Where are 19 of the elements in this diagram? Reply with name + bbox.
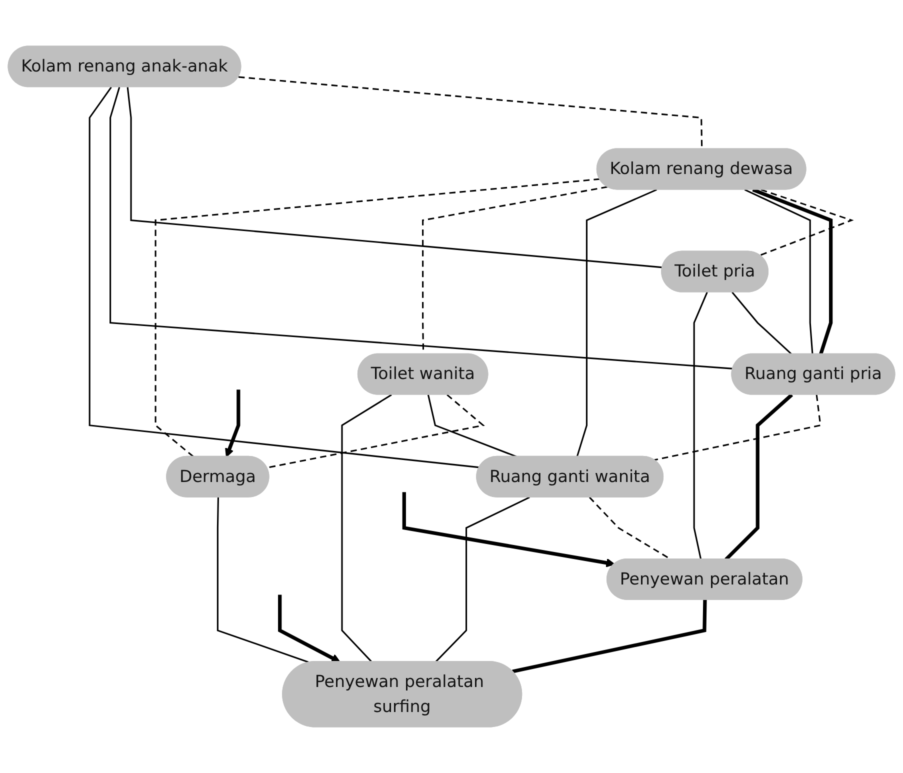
connector — [752, 188, 833, 355]
connector — [266, 394, 485, 468]
connector — [759, 188, 854, 256]
arrow — [278, 594, 340, 662]
connector — [154, 178, 600, 458]
connector — [693, 292, 708, 560]
connector — [744, 188, 814, 354]
connector — [88, 86, 480, 468]
arrow — [402, 492, 616, 568]
connector — [341, 394, 392, 663]
connector — [512, 600, 707, 674]
connector — [732, 292, 792, 355]
connector — [576, 188, 658, 458]
connector — [216, 497, 310, 664]
connector — [110, 86, 734, 370]
connector — [654, 394, 822, 461]
arrow — [225, 390, 240, 458]
connector — [126, 87, 663, 268]
connector — [434, 496, 530, 663]
